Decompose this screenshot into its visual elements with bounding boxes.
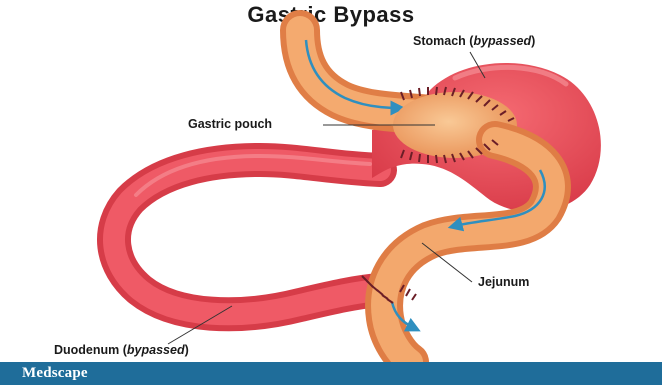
- label-stomach: Stomach (bypassed): [413, 34, 535, 48]
- footer-bar: Medscape: [0, 362, 662, 385]
- label-jejunum: Jejunum: [478, 275, 529, 289]
- label-gastric-pouch: Gastric pouch: [188, 117, 272, 131]
- label-duodenum: Duodenum (bypassed): [54, 343, 189, 357]
- brand-logo[interactable]: Medscape: [22, 365, 88, 382]
- anatomy-illustration: [0, 0, 662, 362]
